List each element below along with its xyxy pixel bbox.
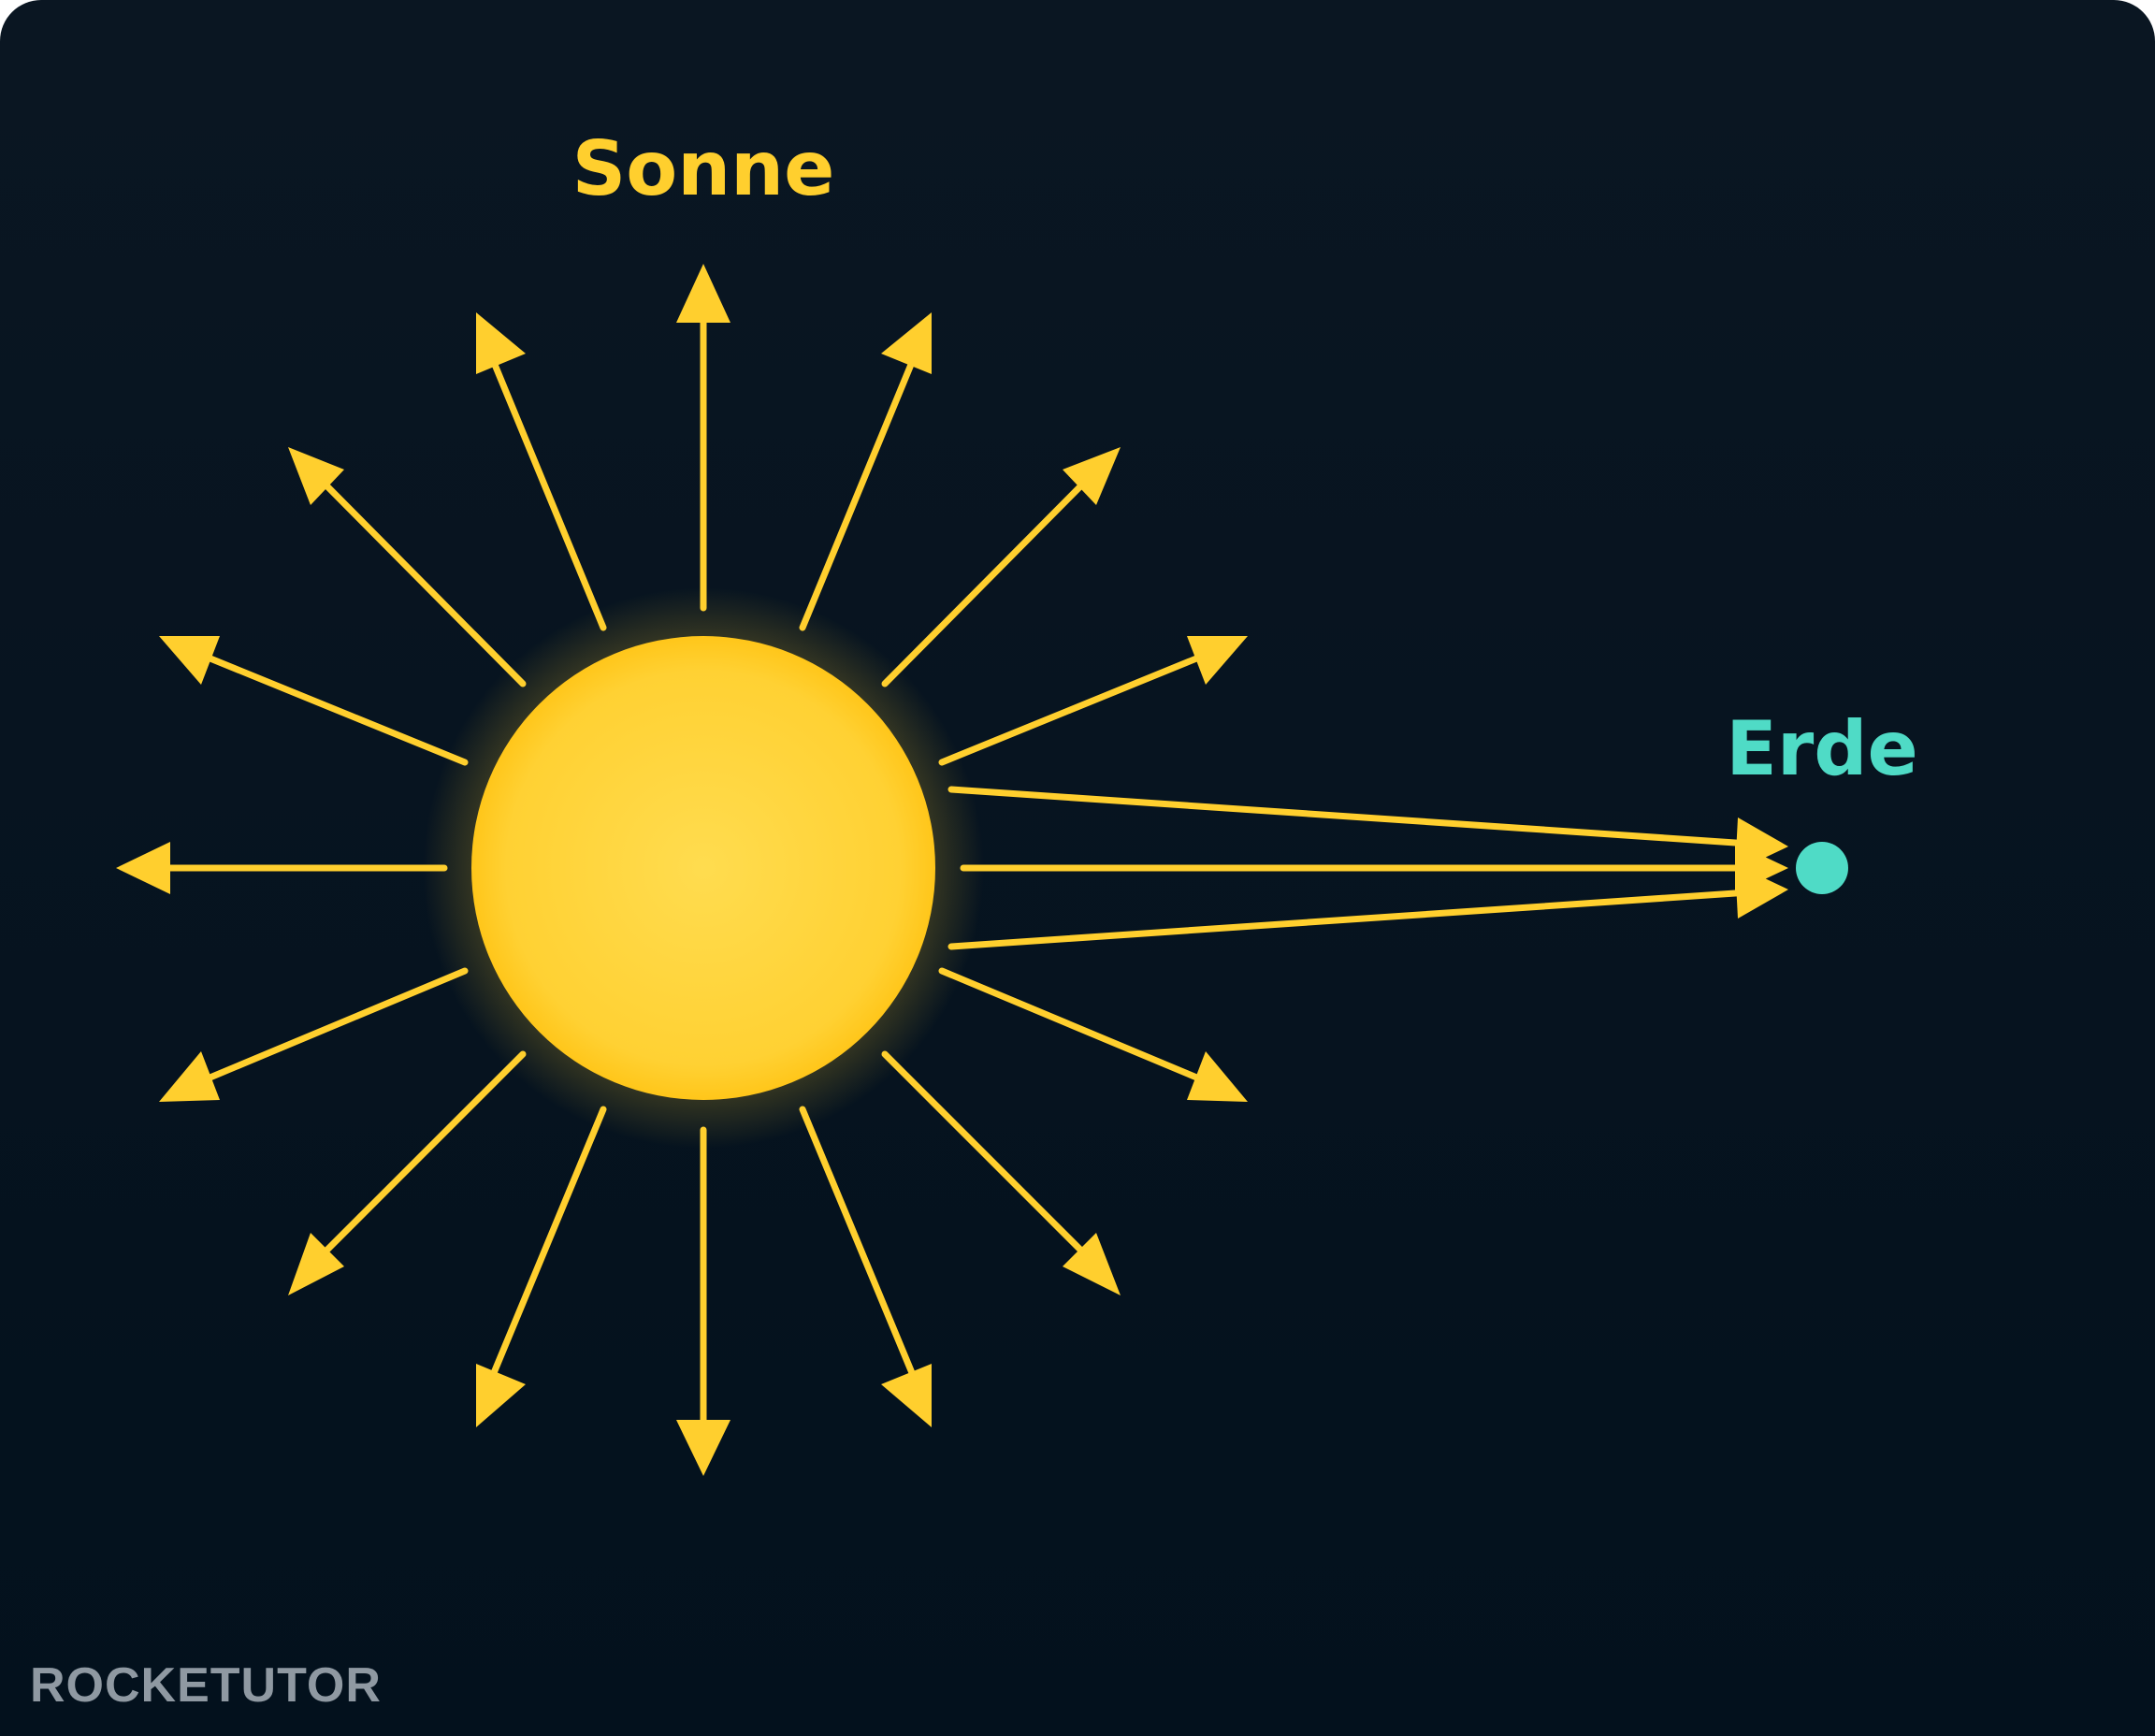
ray-arrow — [799, 1106, 918, 1383]
ray-arrowhead — [116, 842, 170, 894]
ray-arrow — [197, 967, 469, 1085]
ray-arrowhead — [676, 1420, 730, 1476]
ray-arrowhead — [676, 264, 730, 323]
ray-arrow — [487, 352, 607, 631]
ray-arrowhead — [476, 312, 526, 374]
ray-arrowhead — [1187, 1051, 1248, 1102]
ray-arrowhead — [288, 1233, 344, 1295]
earth-label: Erde — [1726, 705, 1918, 792]
ray-arrow — [881, 473, 1093, 687]
ray-arrow — [938, 651, 1209, 766]
ray-arrowhead — [288, 447, 344, 505]
ray-arrow — [487, 1106, 607, 1383]
ray-arrowhead — [476, 1364, 526, 1427]
earth — [1796, 842, 1848, 894]
rocketutor-logo: ROCKETUTOR — [30, 1657, 382, 1714]
ray-arrowhead — [159, 636, 220, 685]
ray-arrowhead — [881, 1364, 932, 1427]
ray-to-earth — [947, 889, 1753, 950]
sun-rays — [116, 264, 1248, 1476]
ray-arrowhead — [881, 312, 932, 374]
ray-arrowhead — [1187, 636, 1248, 685]
logo-text: ROCKETUTOR — [30, 1658, 382, 1713]
rays-to-earth — [947, 786, 1788, 950]
ray-arrow — [938, 967, 1209, 1085]
ray-to-earth — [947, 786, 1753, 847]
ray-arrowhead — [1063, 1233, 1121, 1295]
ray-arrowhead — [159, 1051, 220, 1102]
sun-label: Sonne — [572, 125, 835, 212]
ray-arrow — [799, 352, 918, 631]
ray-arrow — [314, 473, 527, 687]
ray-arrow — [314, 1050, 527, 1263]
ray-arrow — [197, 651, 469, 766]
sun — [471, 636, 935, 1100]
ray-arrow — [881, 1050, 1093, 1263]
ray-arrowhead — [1063, 447, 1121, 505]
ray-to-earth-arrowhead — [1735, 864, 1788, 919]
